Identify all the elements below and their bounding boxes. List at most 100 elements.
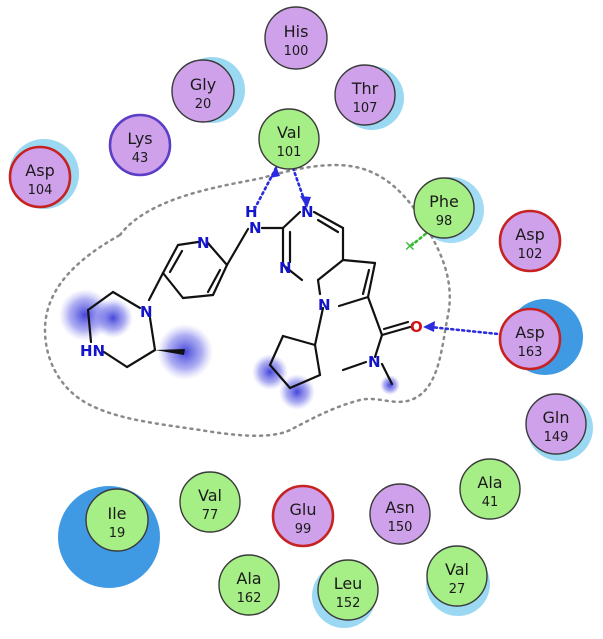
bond-double: [168, 249, 184, 274]
bond-double: [361, 268, 371, 296]
bond: [86, 290, 115, 312]
bond: [161, 243, 180, 275]
blob-pip-2: [93, 298, 133, 338]
residue-number: 43: [132, 151, 149, 166]
residue-circle: [498, 307, 562, 371]
bond: [148, 316, 157, 352]
residue-asp-163: Asp 163: [498, 307, 562, 371]
residue-name: Ala: [477, 473, 502, 492]
residue-name: Phe: [429, 192, 459, 211]
residue-name: Asp: [515, 323, 544, 342]
blob-cyclopentyl-1: [252, 354, 288, 390]
residue-number: 19: [109, 526, 126, 541]
residue-number: 20: [195, 97, 212, 112]
residue-circle: [108, 113, 172, 177]
residue-name: Leu: [334, 574, 363, 593]
residue-name: Val: [445, 560, 469, 579]
residue-name: Gln: [543, 408, 570, 427]
bond: [312, 210, 345, 230]
residue-val-27: Val 27: [426, 545, 488, 607]
residue-phe-98: Phe 98: [413, 177, 475, 239]
residue-name: Val: [198, 486, 222, 505]
residue-number: 149: [544, 430, 569, 445]
residue-number: 100: [284, 44, 309, 59]
residue-circle: [271, 484, 335, 548]
residue-circle: [413, 177, 475, 239]
residue-name: His: [284, 22, 309, 41]
atom-n-amide: N: [368, 353, 381, 371]
residue-leu-152: Leu 152: [317, 559, 379, 621]
hbond-asp163-o: [428, 325, 510, 337]
bond: [268, 334, 285, 367]
blob-methyl: [157, 324, 213, 380]
atom-n-pyridine: N: [197, 234, 210, 252]
residue-name: Glu: [290, 500, 317, 519]
bond: [366, 261, 377, 299]
bond: [380, 325, 412, 337]
residue-name: Thr: [351, 79, 379, 98]
bond: [337, 295, 370, 308]
residue-number: 98: [436, 214, 453, 229]
residue-gln-149: Gln 149: [525, 393, 587, 455]
binding-pocket-outline: [43, 163, 451, 438]
residue-circle: [264, 6, 328, 70]
bond: [380, 362, 394, 386]
residue-number: 163: [518, 345, 543, 360]
residue-circle: [8, 145, 72, 209]
hbond-arrow-head: [270, 166, 280, 178]
bond: [316, 278, 322, 296]
ligand-exposure-blobs: [59, 289, 400, 410]
bond: [373, 333, 384, 359]
hbond-arrow-head: [300, 196, 311, 208]
residue-number: 104: [28, 183, 53, 198]
residue-name: Val: [277, 123, 301, 142]
residue-circle: [179, 471, 241, 533]
bond-double: [316, 218, 340, 234]
residue-name: Ala: [236, 569, 261, 588]
residue-list: His100Gly20Thr107Lys43Val101Asp104Phe98A…: [8, 6, 587, 621]
bond-double: [382, 320, 410, 331]
bond: [125, 348, 157, 369]
residue-number: 99: [295, 522, 312, 537]
residue-circle: [459, 458, 521, 520]
pi-contact-marker: ✕: [404, 239, 416, 255]
residue-circle: [334, 64, 396, 126]
atom-hn-piperazine: HN: [80, 342, 105, 360]
bond: [281, 210, 302, 230]
residue-number: 41: [482, 495, 499, 510]
bond: [341, 258, 377, 265]
bond: [313, 343, 322, 377]
residue-circle: [426, 545, 488, 607]
bond: [341, 360, 368, 372]
residue-number: 27: [449, 582, 466, 597]
atom-n-pyrimidine-1: N: [301, 203, 314, 221]
bond: [102, 350, 129, 369]
residue-circle: [525, 393, 587, 455]
bond: [86, 308, 93, 344]
residue-his-100: His 100: [264, 6, 328, 70]
residue-name: Lys: [127, 129, 152, 148]
bond: [211, 263, 229, 297]
residue-glu-99: Glu 99: [271, 484, 335, 548]
atom-n-hinge: N: [249, 219, 262, 237]
residue-circle: [498, 209, 562, 273]
bond: [281, 334, 317, 347]
residue-number: 101: [277, 145, 302, 160]
residue-circle: [369, 483, 431, 545]
residue-name: Asp: [515, 225, 544, 244]
atom-o-amide: O: [410, 318, 423, 336]
residue-circle: [171, 59, 235, 123]
residue-circle: [218, 554, 280, 616]
residue-circle: [317, 559, 379, 621]
residue-number: 150: [388, 520, 413, 535]
stereo-wedge: [155, 349, 185, 355]
bond: [205, 240, 229, 267]
residue-number: 152: [336, 596, 361, 611]
blob-cyclopentyl-2: [279, 374, 315, 410]
